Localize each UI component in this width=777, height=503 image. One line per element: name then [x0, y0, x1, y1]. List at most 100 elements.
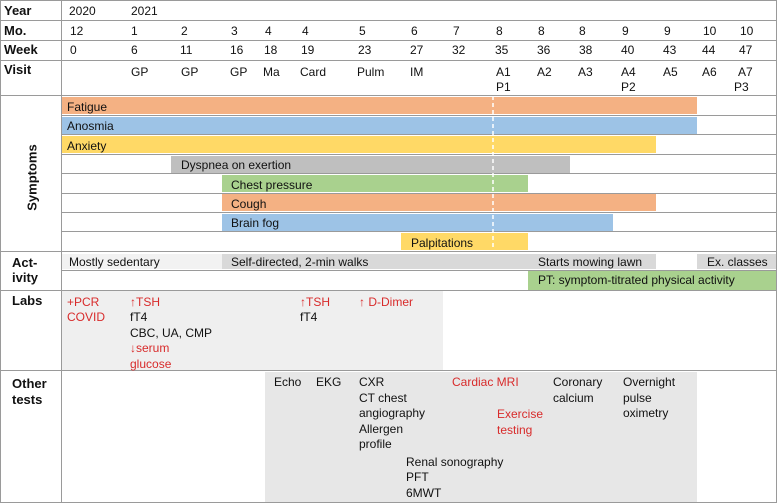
week-cell: 35 — [495, 43, 509, 57]
month-cell: 8 — [496, 24, 503, 38]
visit-cell: A3 — [578, 65, 593, 79]
lab-entry: ↑ D-Dimer — [359, 295, 413, 309]
symptom-bar-brain-fog — [222, 214, 613, 231]
year-cell: 2021 — [131, 4, 158, 18]
lab-entry: fT4 — [130, 310, 148, 324]
lab-entry: CBC, UA, CMP — [130, 326, 213, 340]
activity-mowing-block — [528, 254, 656, 269]
month-cell: 4 — [265, 24, 272, 38]
lab-entry: COVID — [67, 310, 106, 324]
visit-cell: A1 — [496, 65, 511, 79]
week-cell: 43 — [663, 43, 677, 57]
visit-cell: GP — [230, 65, 248, 79]
visit-cell: A7 — [738, 65, 753, 79]
test-entry: Renal sonography — [406, 455, 504, 469]
week-cell: 44 — [702, 43, 716, 57]
visit-cell: GP — [131, 65, 149, 79]
activity-walks-block — [222, 254, 528, 269]
week-cell: 47 — [739, 43, 753, 57]
week-cell: 23 — [358, 43, 372, 57]
test-entry: 6MWT — [406, 486, 442, 500]
month-cell: 10 — [740, 24, 754, 38]
week-cell: 27 — [410, 43, 424, 57]
lab-entry: +PCR — [67, 295, 100, 309]
test-entry: CXR — [359, 375, 385, 389]
activity-label: Self-directed, 2-min walks — [231, 255, 369, 269]
test-entry: EKG — [316, 375, 342, 389]
symptom-bar-fatigue — [61, 97, 697, 114]
other-tests-label-line1: Other — [12, 376, 47, 391]
month-row-label: Mo. — [4, 23, 27, 38]
test-entry: Exercise — [497, 407, 544, 421]
month-cell: 12 — [70, 24, 84, 38]
visit-cell: Ma — [263, 65, 280, 79]
lab-entry: ↓serum — [130, 341, 170, 355]
symptom-bar-anxiety — [61, 136, 656, 153]
symptom-label-brain-fog: Brain fog — [231, 216, 280, 230]
visit-cell: A2 — [537, 65, 552, 79]
lab-entry: glucose — [130, 357, 172, 371]
activity-classes-block — [697, 254, 776, 269]
activity-pt-bar — [528, 271, 776, 290]
visit-cell: A6 — [702, 65, 717, 79]
test-entry: CT chest — [359, 391, 407, 405]
visit-cell: A4 — [621, 65, 636, 79]
test-entry: pulse — [623, 391, 652, 405]
symptom-label-palpitations: Palpitations — [411, 236, 474, 250]
week-cell: 36 — [537, 43, 551, 57]
test-entry: PFT — [406, 470, 429, 484]
week-cell: 32 — [452, 43, 466, 57]
week-cell: 38 — [579, 43, 593, 57]
activity-label-line1: Act- — [12, 255, 38, 270]
test-entry: testing — [497, 423, 533, 437]
activity-label: Mostly sedentary — [69, 255, 160, 269]
test-entry: Overnight — [623, 375, 676, 389]
symptom-bar-cough — [222, 194, 656, 211]
symptom-label-cough: Cough — [231, 197, 267, 211]
week-cell: 11 — [180, 43, 193, 57]
symptom-label-anosmia: Anosmia — [67, 119, 114, 133]
test-entry: calcium — [553, 391, 594, 405]
year-row-label: Year — [4, 3, 32, 18]
month-cell: 1 — [131, 24, 138, 38]
month-cell: 9 — [622, 24, 629, 38]
activity-label: Starts mowing lawn — [538, 255, 643, 269]
symptom-label-anxiety: Anxiety — [67, 139, 107, 153]
lab-entry: ↑TSH — [130, 295, 160, 309]
visit-cell: A5 — [663, 65, 678, 79]
month-cell: 8 — [538, 24, 545, 38]
month-cell: 7 — [453, 24, 460, 38]
visit-cell: P2 — [621, 80, 636, 94]
activity-label-line2: ivity — [12, 270, 39, 285]
test-entry: profile — [359, 437, 392, 451]
year-cell: 2020 — [69, 4, 96, 18]
month-cell: 4 — [302, 24, 309, 38]
month-cell: 9 — [664, 24, 671, 38]
visit-cell: P1 — [496, 80, 511, 94]
symptom-label-chest-pressure: Chest pressure — [231, 178, 313, 192]
month-cell: 8 — [579, 24, 586, 38]
symptom-bar-anosmia — [61, 117, 697, 134]
test-entry: Echo — [274, 375, 302, 389]
week-cell: 18 — [264, 43, 278, 57]
month-cell: 6 — [411, 24, 418, 38]
week-cell: 19 — [301, 43, 315, 57]
symptom-label-dyspnea: Dyspnea on exertion — [181, 158, 292, 172]
activity-sedentary-block — [61, 254, 222, 269]
test-entry: oximetry — [623, 406, 669, 420]
test-entry: angiography — [359, 406, 426, 420]
month-cell: 10 — [703, 24, 717, 38]
visit-cell: Card — [300, 65, 327, 79]
labs-section-label: Labs — [12, 293, 43, 308]
visit-cell: P3 — [734, 80, 749, 94]
week-row-label: Week — [4, 42, 38, 57]
week-cell: 0 — [70, 43, 77, 57]
lab-entry: ↑TSH — [300, 295, 330, 309]
symptom-bar-dyspnea-on-exertion — [171, 156, 570, 173]
visit-cell: Pulm — [357, 65, 385, 79]
week-cell: 40 — [621, 43, 635, 57]
test-entry: Cardiac MRI — [452, 375, 519, 389]
activity-label: PT: symptom-titrated physical activity — [538, 273, 735, 287]
